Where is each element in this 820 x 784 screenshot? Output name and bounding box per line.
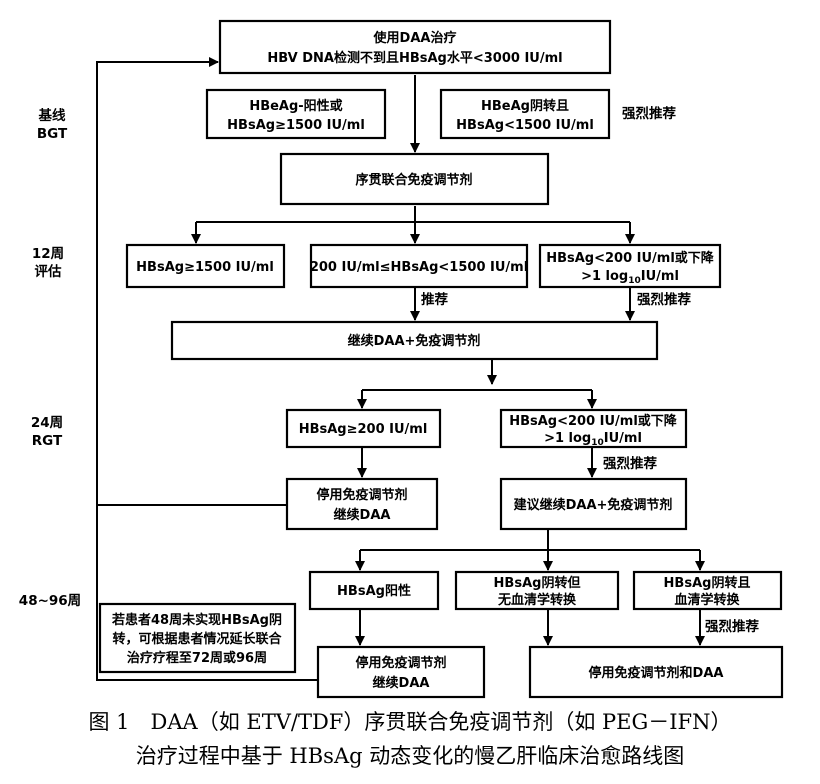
svg-text:HBsAg≥1500 IU/ml: HBsAg≥1500 IU/ml	[227, 118, 365, 133]
box-w48-neg-no-sero: HBsAg阴转但 无血清学转换	[454, 570, 620, 611]
svg-text:48~96周: 48~96周	[19, 593, 81, 609]
box-w12-low: HBsAg<200 IU/ml或下降 >1 log10IU/ml	[538, 243, 722, 289]
svg-text:HBeAg阴转且: HBeAg阴转且	[481, 98, 569, 114]
box-w48-neg-sero: HBsAg阴转且 血清学转换	[632, 570, 783, 611]
svg-text:HBsAg阴转且: HBsAg阴转且	[664, 575, 751, 591]
box-sequential: 序贯联合免疫调节剂	[279, 152, 550, 206]
svg-text:200 IU/ml≤HBsAg<1500 IU/ml: 200 IU/ml≤HBsAg<1500 IU/ml	[310, 260, 528, 275]
svg-text:转，可根据患者情况延长联合: 转，可根据患者情况延长联合	[112, 631, 282, 647]
box-w24-high: HBsAg≥200 IU/ml	[285, 408, 442, 449]
box-continue: 继续DAA+免疫调节剂	[170, 320, 659, 361]
svg-text:继续DAA: 继续DAA	[373, 675, 430, 691]
svg-text:BGT: BGT	[37, 126, 68, 142]
box-stop-immuno-2: 停用免疫调节剂 继续DAA	[316, 645, 486, 699]
svg-text:停用免疫调节剂和DAA: 停用免疫调节剂和DAA	[589, 665, 724, 681]
annotation-recommend-w12: 推荐	[421, 291, 448, 308]
figure-caption-line1: 图 1 DAA（如 ETV/TDF）序贯联合免疫调节剂（如 PEG－IFN）	[88, 710, 732, 734]
connectors	[191, 75, 705, 646]
stage-label-week24: 24周 RGT	[31, 415, 63, 449]
svg-text:治疗疗程至72周或96周: 治疗疗程至72周或96周	[127, 650, 267, 666]
svg-text:HBsAg<200 IU/ml或下降: HBsAg<200 IU/ml或下降	[509, 413, 678, 429]
box-stop-immuno-1: 停用免疫调节剂 继续DAA	[285, 477, 439, 531]
box-w12-high: HBsAg≥1500 IU/ml	[125, 243, 286, 289]
box-w24-low: HBsAg<200 IU/ml或下降 >1 log10IU/ml	[499, 408, 688, 449]
annotation-strong-w24: 强烈推荐	[603, 455, 657, 472]
svg-text:评估: 评估	[35, 263, 62, 280]
svg-text:继续DAA: 继续DAA	[334, 507, 391, 523]
svg-text:>1 log10IU/ml: >1 log10IU/ml	[581, 269, 679, 286]
svg-text:>1 log10IU/ml: >1 log10IU/ml	[544, 431, 642, 448]
annotation-strong-w48: 强烈推荐	[705, 618, 759, 635]
svg-text:HBeAg-阳性或: HBeAg-阳性或	[249, 98, 342, 114]
svg-text:HBsAg阳性: HBsAg阳性	[337, 583, 411, 599]
svg-text:无血清学转换: 无血清学转换	[497, 592, 577, 608]
annotation-strong-w12: 强烈推荐	[637, 291, 691, 308]
svg-text:建议继续DAA+免疫调节剂: 建议继续DAA+免疫调节剂	[514, 497, 673, 513]
box-baseline-positive: HBeAg-阳性或 HBsAg≥1500 IU/ml	[205, 88, 387, 140]
svg-text:停用免疫调节剂: 停用免疫调节剂	[316, 487, 407, 503]
stage-label-baseline: 基线 BGT	[37, 107, 68, 142]
box-start: 使用DAA治疗 HBV DNA检测不到且HBsAg水平<3000 IU/ml	[218, 19, 612, 75]
svg-text:使用DAA治疗: 使用DAA治疗	[373, 30, 457, 46]
svg-text:24周: 24周	[31, 415, 63, 431]
flowchart: 基线 BGT 12周 评估 24周 RGT 48~96周	[19, 19, 784, 699]
box-recommend-continue: 建议继续DAA+免疫调节剂	[499, 477, 688, 531]
feedback-loop-line	[96, 57, 318, 681]
box-baseline-negative: HBeAg阴转且 HBsAg<1500 IU/ml	[439, 88, 611, 140]
svg-text:继续DAA+免疫调节剂: 继续DAA+免疫调节剂	[348, 333, 481, 349]
figure-caption-line2: 治疗过程中基于 HBsAg 动态变化的慢乙肝临床治愈路线图	[135, 744, 685, 768]
svg-text:HBsAg阴转但: HBsAg阴转但	[494, 575, 581, 591]
svg-text:HBsAg<200 IU/ml或下降: HBsAg<200 IU/ml或下降	[546, 250, 715, 266]
box-w12-mid: 200 IU/ml≤HBsAg<1500 IU/ml	[310, 243, 528, 289]
svg-text:序贯联合免疫调节剂: 序贯联合免疫调节剂	[355, 172, 472, 188]
svg-text:HBsAg≥1500 IU/ml: HBsAg≥1500 IU/ml	[136, 260, 274, 275]
annotation-strong-baseline: 强烈推荐	[622, 105, 676, 122]
svg-text:停用免疫调节剂: 停用免疫调节剂	[355, 655, 446, 671]
svg-text:HBsAg<1500 IU/ml: HBsAg<1500 IU/ml	[456, 118, 594, 133]
box-w48-positive: HBsAg阳性	[308, 570, 440, 611]
box-extend-note: 若患者48周未实现HBsAg阴 转，可根据患者情况延长联合 治疗疗程至72周或9…	[98, 602, 297, 674]
svg-text:若患者48周未实现HBsAg阴: 若患者48周未实现HBsAg阴	[111, 612, 282, 628]
svg-text:RGT: RGT	[32, 433, 63, 449]
svg-text:12周: 12周	[32, 246, 64, 262]
svg-text:基线: 基线	[39, 107, 66, 124]
svg-text:HBsAg≥200 IU/ml: HBsAg≥200 IU/ml	[299, 422, 428, 437]
svg-text:HBV DNA检测不到且HBsAg水平<3000 IU/ml: HBV DNA检测不到且HBsAg水平<3000 IU/ml	[267, 50, 562, 66]
stage-label-week48-96: 48~96周	[19, 593, 81, 609]
svg-text:血清学转换: 血清学转换	[674, 592, 740, 608]
stage-label-week12: 12周 评估	[32, 246, 64, 280]
box-stop-all: 停用免疫调节剂和DAA	[528, 645, 784, 699]
